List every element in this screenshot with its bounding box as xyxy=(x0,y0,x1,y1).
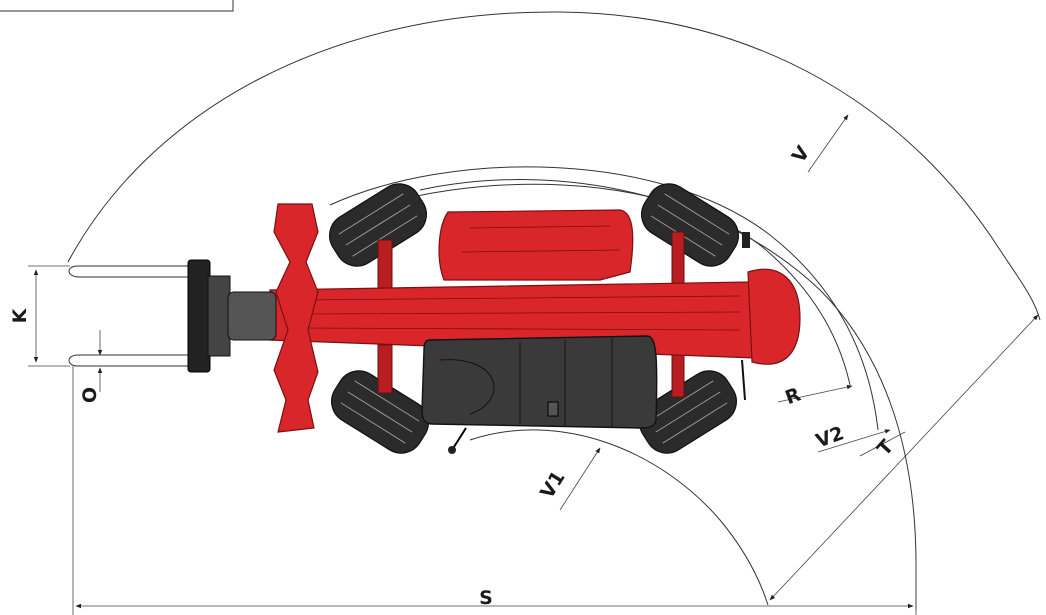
rear-beacon xyxy=(742,232,750,248)
front-axle-bottom xyxy=(377,344,393,394)
legend-box xyxy=(0,0,234,12)
v2-dimension-line xyxy=(817,429,891,453)
tyre-rear-top xyxy=(641,183,739,267)
label-k: K xyxy=(9,307,31,323)
label-o: O xyxy=(79,387,101,403)
rear-hook xyxy=(741,359,746,401)
v-dimension-line xyxy=(807,114,849,173)
mirror xyxy=(451,427,467,451)
fork-plate xyxy=(187,259,211,373)
label-v1: V1 xyxy=(536,467,569,502)
telehandler-machine xyxy=(187,183,801,454)
inner-turning-arc xyxy=(469,429,769,606)
label-v: V xyxy=(788,142,815,167)
fork-tine-lower xyxy=(68,354,188,367)
rear-axle-top xyxy=(671,231,685,289)
cab-step xyxy=(547,401,559,417)
quick-hitch xyxy=(227,291,277,341)
label-v2: V2 xyxy=(813,422,847,452)
label-s: S xyxy=(479,587,493,609)
outer-swept-arc-right xyxy=(999,249,1041,321)
front-axle-top xyxy=(377,239,393,291)
engine-hood xyxy=(438,209,634,281)
v1-dimension-line xyxy=(559,447,601,511)
t-dimension-line xyxy=(769,314,1039,601)
counterweight xyxy=(747,268,801,365)
label-t: T xyxy=(873,436,898,460)
operator-cab xyxy=(421,335,658,429)
fork-tine-upper xyxy=(68,265,188,278)
fork-carriage-frame xyxy=(273,203,319,433)
outer-swept-arc xyxy=(67,11,1001,263)
r-dimension-line xyxy=(777,384,853,403)
tyre-front-bottom xyxy=(331,370,429,454)
label-r: R xyxy=(782,383,804,409)
fork-plate-inner xyxy=(207,275,231,357)
t-ext-line xyxy=(859,431,906,457)
